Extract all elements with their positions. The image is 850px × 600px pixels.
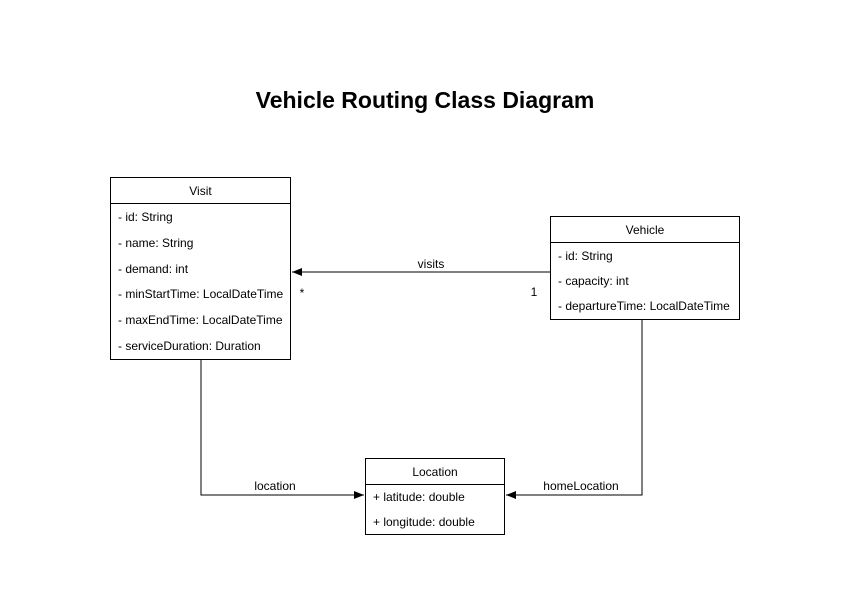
class-visit-title: Visit	[111, 178, 290, 204]
class-location-title: Location	[366, 459, 504, 485]
class-attribute: - demand: int	[118, 261, 189, 276]
multiplicity-visits-target: *	[299, 286, 305, 300]
class-visit-attributes: - id: String - name: String - demand: in…	[111, 204, 290, 359]
class-vehicle-attributes: - id: String - capacity: int - departure…	[551, 243, 739, 319]
class-visit[interactable]: Visit - id: String - name: String - dema…	[110, 177, 291, 360]
class-attribute: - serviceDuration: Duration	[118, 339, 261, 354]
edge-label-homelocation[interactable]: homeLocation	[543, 479, 619, 493]
diagram-title: Vehicle Routing Class Diagram	[255, 87, 595, 113]
class-vehicle[interactable]: Vehicle - id: String - capacity: int - d…	[550, 216, 740, 320]
multiplicity-visits-source: 1	[530, 285, 538, 299]
edge-label-visits[interactable]: visits	[417, 257, 445, 271]
class-attribute: - departureTime: LocalDateTime	[558, 299, 730, 314]
class-attribute: - capacity: int	[558, 273, 629, 288]
association-location-line[interactable]	[200, 360, 364, 499]
class-attribute: + latitude: double	[373, 490, 465, 505]
class-attribute: - id: String	[558, 248, 613, 263]
association-homelocation-line[interactable]	[506, 320, 643, 499]
class-vehicle-title: Vehicle	[551, 217, 739, 243]
class-attribute: + longitude: double	[373, 514, 475, 529]
class-attribute: - minStartTime: LocalDateTime	[118, 287, 284, 302]
class-attribute: - name: String	[118, 235, 194, 250]
class-attribute: - id: String	[118, 209, 173, 224]
class-location[interactable]: Location + latitude: double + longitude:…	[365, 458, 505, 535]
edge-label-location[interactable]: location	[254, 479, 296, 493]
class-location-attributes: + latitude: double + longitude: double	[366, 485, 504, 534]
class-attribute: - maxEndTime: LocalDateTime	[118, 313, 283, 328]
